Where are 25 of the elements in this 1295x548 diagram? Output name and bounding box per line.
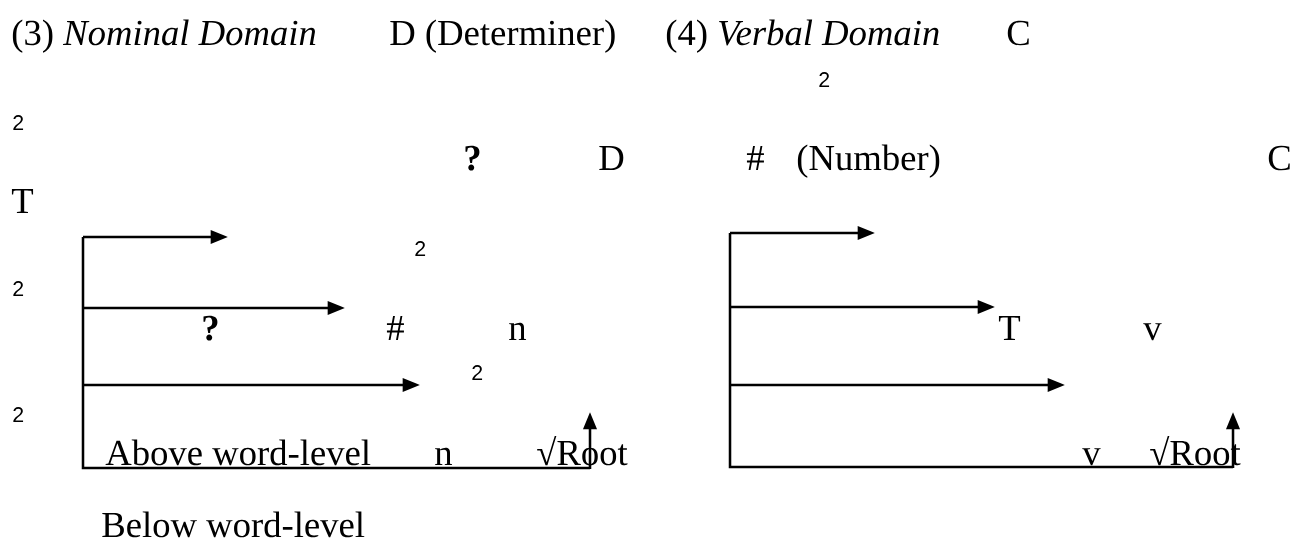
- category-label: D (Determiner): [390, 19, 615, 53]
- branch-glyph: 2: [472, 365, 483, 380]
- category-label: n: [435, 447, 453, 465]
- example-heading: (3) Nominal Domain: [12, 19, 316, 53]
- category-label: C: [1007, 20, 1029, 46]
- branch-glyph: 2: [13, 281, 24, 296]
- category-label: T: [998, 316, 1021, 340]
- branch-glyph: 2: [819, 72, 830, 87]
- level-label: Below word-level: [102, 511, 365, 538]
- example-heading: (4) Verbal Domain: [666, 19, 939, 53]
- category-label: C: [1268, 145, 1290, 171]
- category-label: D: [599, 146, 624, 171]
- category-label: v: [1143, 323, 1162, 341]
- category-label: ?: [203, 315, 218, 341]
- category-label: T: [11, 189, 34, 213]
- branch-glyph: 2: [13, 407, 24, 422]
- category-label: n: [509, 322, 527, 340]
- category-label: ?: [465, 145, 480, 171]
- category-label: (Number): [797, 144, 940, 178]
- branch-glyph: 2: [415, 241, 426, 256]
- level-label: Above word-level: [105, 439, 371, 466]
- branch-glyph: 2: [13, 115, 24, 130]
- category-label: v: [1082, 448, 1101, 466]
- category-label: #: [746, 146, 764, 170]
- category-label: #: [386, 316, 404, 340]
